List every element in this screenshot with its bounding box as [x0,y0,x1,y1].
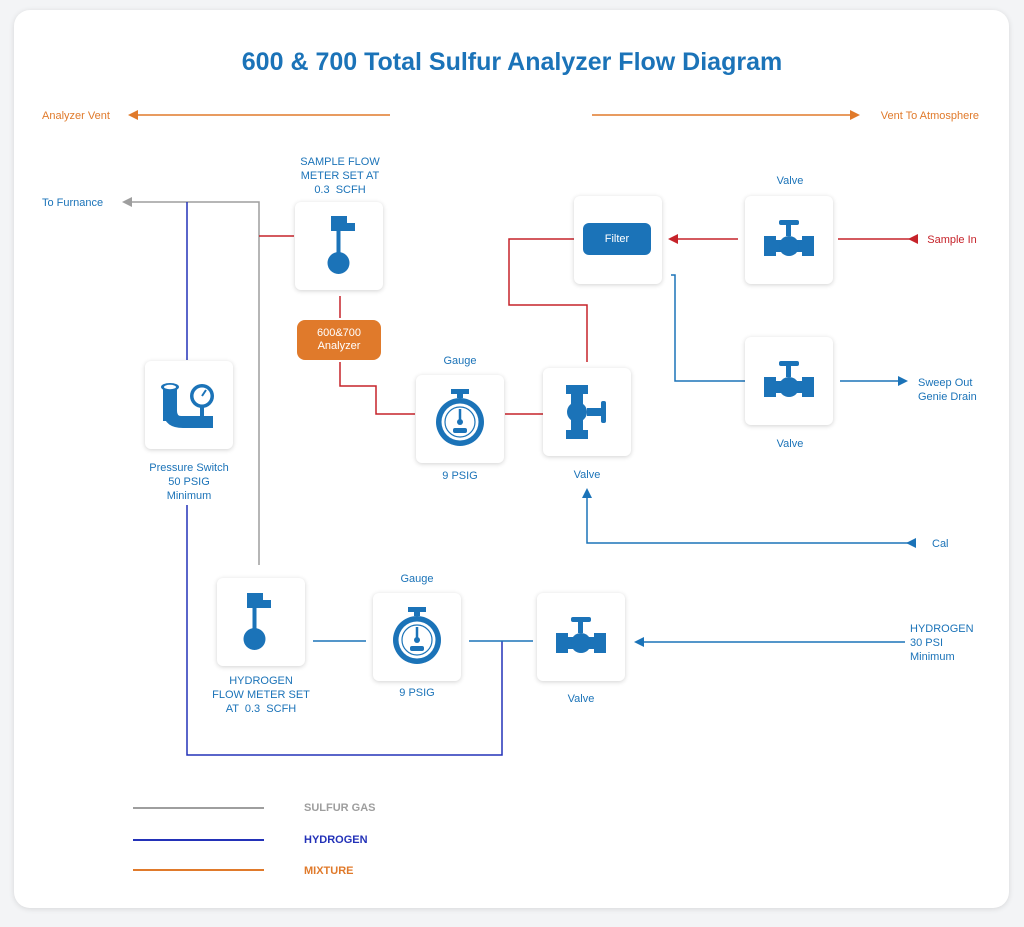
to-furnance-label: To Furnance [42,197,104,209]
valve-icon [764,361,814,397]
legend-mixture-label: MIXTURE [304,865,354,877]
valve-right-lower-label: Valve [776,438,804,450]
valve-middle[interactable] [543,368,631,456]
valve-top-label: Valve [776,175,804,187]
analyzer-vent-label: Analyzer Vent [42,110,110,122]
analyzer-unit: 600&700 Analyzer [297,320,381,360]
hydrogen-bottom-line [186,505,503,756]
valve-bottom-label: Valve [567,693,595,705]
gauge-bottom [373,593,461,681]
diagram-card [14,10,1009,908]
valve-icon [566,385,606,439]
hydrogen-supply-label: HYDROGEN 30 PSI Minimum [910,623,974,663]
pressure-switch [145,361,233,449]
filter: Filter [583,223,651,255]
gauge-bottom-value: 9 PSIG [399,687,435,699]
sample-in-label: Sample In [927,234,977,246]
analyzer-to-gauge-line [339,362,415,415]
valve-icon [556,617,606,653]
cal-arrowhead [906,538,916,548]
legend-sulfur-label: SULFUR GAS [304,802,376,814]
diagram-title: 600 & 700 Total Sulfur Analyzer Flow Dia… [241,48,783,76]
legend-hydrogen-label: HYDROGEN [304,834,368,846]
sulfur-gas-line [122,197,260,565]
pressure-gauge-icon [393,607,441,664]
pressure-gauge-icon [436,389,484,446]
gauge-top-value: 9 PSIG [442,470,478,482]
hydrogen-flow-meter [217,578,305,666]
sample-flow-meter [295,202,383,290]
gauge-top [416,375,504,463]
vent-to-atmosphere-label: Vent To Atmosphere [880,110,979,122]
valve-top[interactable] [745,196,833,284]
pressure-switch-icon [161,383,214,428]
valve-middle-label: Valve [573,469,601,481]
gauge-top-label: Gauge [443,355,477,367]
sweep-out-label: Sweep Out Genie Drain [918,377,977,403]
cal-line [582,488,916,544]
flow-meter-icon [243,593,271,650]
filter-to-sweep-line [671,274,745,382]
valve-bottom[interactable] [537,593,625,681]
sample-flow-meter-label: SAMPLE FLOW METER SET AT 0.3 SCFH [300,156,380,196]
gauge-bottom-label: Gauge [400,573,434,585]
valve-icon [764,220,814,256]
valve-to-filter-line [508,238,588,362]
valve-right-lower[interactable] [745,337,833,425]
sample-in-arrowhead [908,234,918,244]
pressure-switch-label: Pressure Switch 50 PSIG Minimum [149,462,229,502]
flow-meter-icon [327,216,355,274]
cal-label: Cal [932,538,949,550]
hydrogen-flow-meter-label: HYDROGEN FLOW METER SET AT 0.3 SCFH [212,675,310,715]
